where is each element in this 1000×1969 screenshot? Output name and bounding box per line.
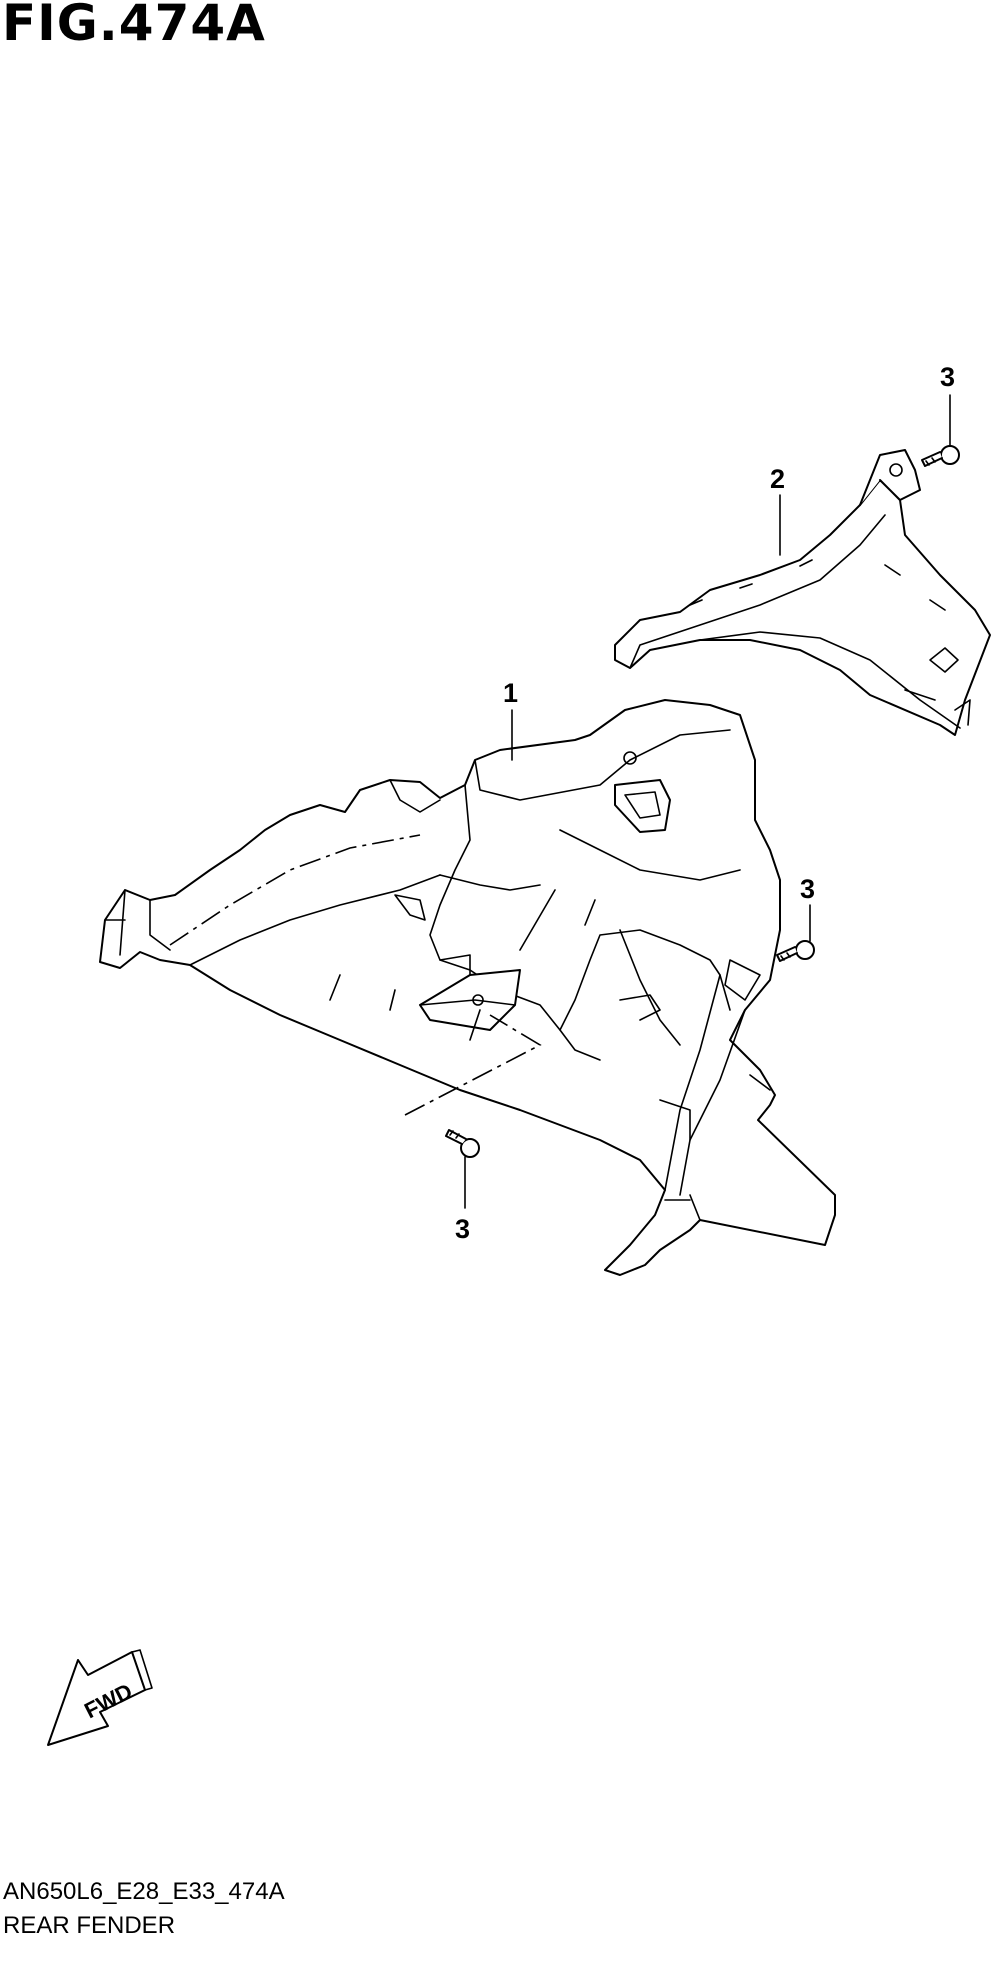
figure-title: FIG.474A <box>2 0 266 52</box>
callout-3-mid-right: 3 <box>800 874 815 904</box>
screw-upper-right[interactable] <box>921 445 960 467</box>
footer-drawing-code: AN650L6_E28_E33_474A <box>3 1878 285 1905</box>
screw-lower-left[interactable] <box>445 1129 480 1158</box>
part-2-side-cover[interactable] <box>614 449 991 736</box>
fwd-arrow: FWD <box>47 1649 153 1746</box>
footer-part-name: REAR FENDER <box>3 1912 176 1939</box>
screw-mid-right[interactable] <box>776 940 815 962</box>
callout-3-upper-right: 3 <box>940 362 955 392</box>
callout-1: 1 <box>503 678 518 708</box>
part-1-rear-fender[interactable] <box>99 699 836 1276</box>
callout-2: 2 <box>770 464 785 494</box>
installation-guide-line <box>404 1014 542 1116</box>
callout-3-lower-left: 3 <box>455 1214 470 1244</box>
